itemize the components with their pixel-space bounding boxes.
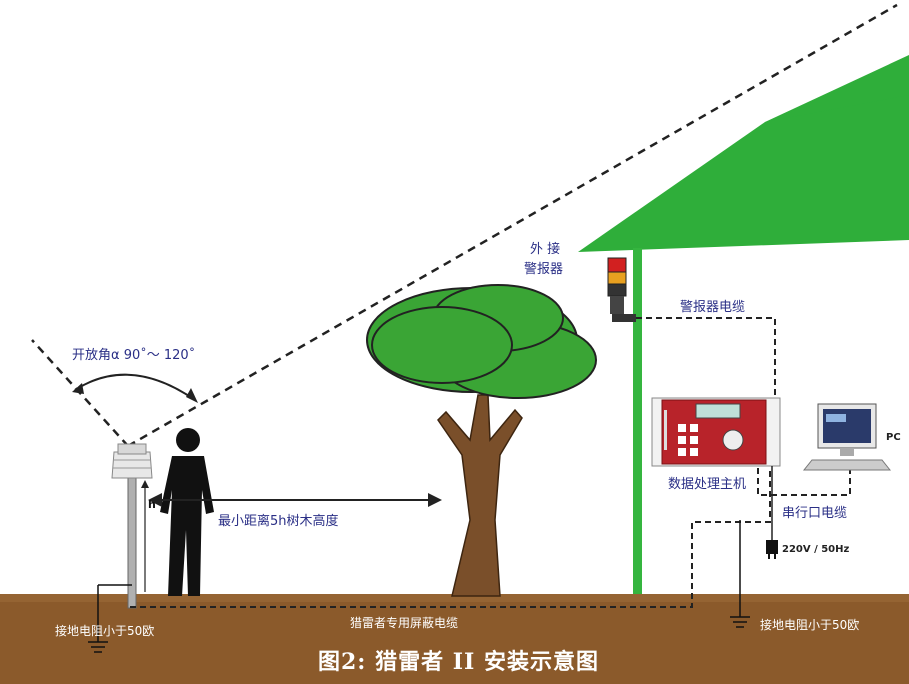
shield-cable-label: 猎雷者专用屏蔽电缆 xyxy=(350,616,459,630)
opening-angle-arc xyxy=(74,373,196,401)
h-arrow-top xyxy=(141,480,149,488)
power-label: 220V / 50Hz xyxy=(782,544,850,555)
ground-symbol-left xyxy=(88,584,132,653)
arc-arrow-right xyxy=(186,388,198,403)
roof-top xyxy=(765,55,909,122)
roof xyxy=(578,70,909,252)
person-silhouette xyxy=(160,428,214,596)
ground-texture xyxy=(0,594,909,602)
serial-cable-label: 串行口电缆 xyxy=(782,506,848,521)
tree-trunk xyxy=(437,394,523,597)
power-plug xyxy=(766,466,778,559)
h-label: h xyxy=(148,498,156,511)
ground-left-label: 接地电阻小于50欧 xyxy=(55,624,155,638)
pc-computer xyxy=(802,403,892,471)
arc-arrow-left xyxy=(72,383,84,394)
opening-angle-label: 开放角α 90˚～ 120˚ xyxy=(72,348,196,363)
alarm-light xyxy=(607,257,636,322)
sensor-cap xyxy=(117,443,147,455)
ground-symbol-right xyxy=(730,520,750,628)
distance-arrow-left xyxy=(148,493,162,507)
diagram-title: 图2: 猎雷者 II 安装示意图 xyxy=(318,649,599,675)
house-pole xyxy=(633,248,642,594)
external-alarm-label-2: 警报器 xyxy=(524,262,564,277)
alarm-cable xyxy=(636,317,776,400)
ground-right-label: 接地电阻小于50欧 xyxy=(760,618,860,632)
shield-cable xyxy=(130,470,771,608)
ground xyxy=(0,594,909,684)
pc-label: PC xyxy=(886,432,901,443)
sight-line xyxy=(127,3,898,448)
alarm-cable-label: 警报器电缆 xyxy=(680,300,746,315)
serial-cable xyxy=(757,468,851,496)
data-host-label: 数据处理主机 xyxy=(668,477,747,492)
external-alarm-label-1: 外 接 xyxy=(530,242,561,257)
min-distance-label: 最小距离5h树木高度 xyxy=(218,514,339,529)
distance-arrow-right xyxy=(428,493,442,507)
sensor-pole xyxy=(127,477,137,609)
sensor-head xyxy=(111,451,153,479)
tree-canopy-4 xyxy=(371,306,513,384)
data-host-unit xyxy=(651,397,781,467)
